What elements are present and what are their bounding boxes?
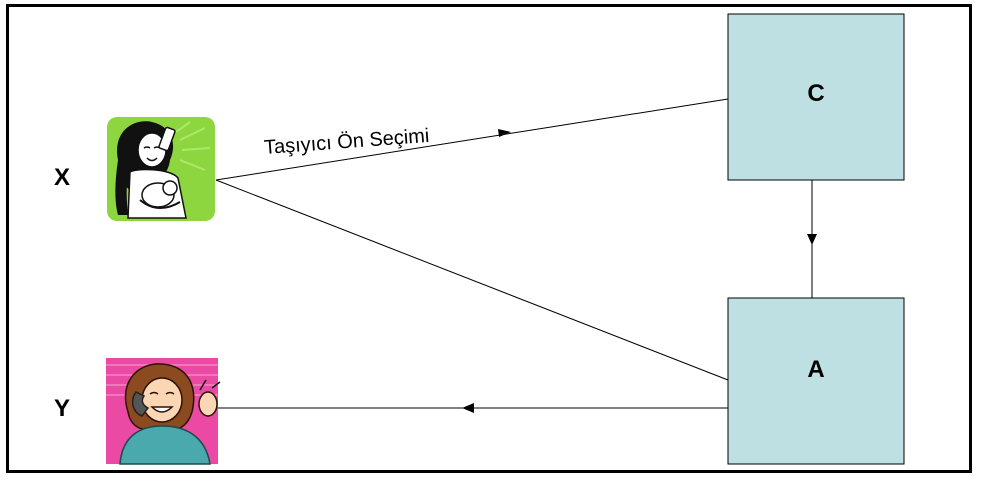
box-c [727, 13, 905, 181]
box-label-a: A [807, 356, 825, 383]
smiling-woman-on-phone-icon [106, 358, 221, 465]
edge-x-to-c [215, 98, 729, 181]
edge-x-to-c-arrowhead [498, 129, 511, 137]
edge-a-to-y-arrowhead [462, 403, 474, 413]
box-a [727, 297, 905, 465]
woman-on-phone-with-baby-icon [107, 117, 215, 221]
edge-x-to-a [215, 179, 729, 381]
node-label-y: Y [54, 395, 71, 422]
node-label-x: X [54, 164, 71, 191]
edge-c-to-a-arrowhead [807, 234, 817, 245]
box-label-c: C [807, 80, 825, 107]
